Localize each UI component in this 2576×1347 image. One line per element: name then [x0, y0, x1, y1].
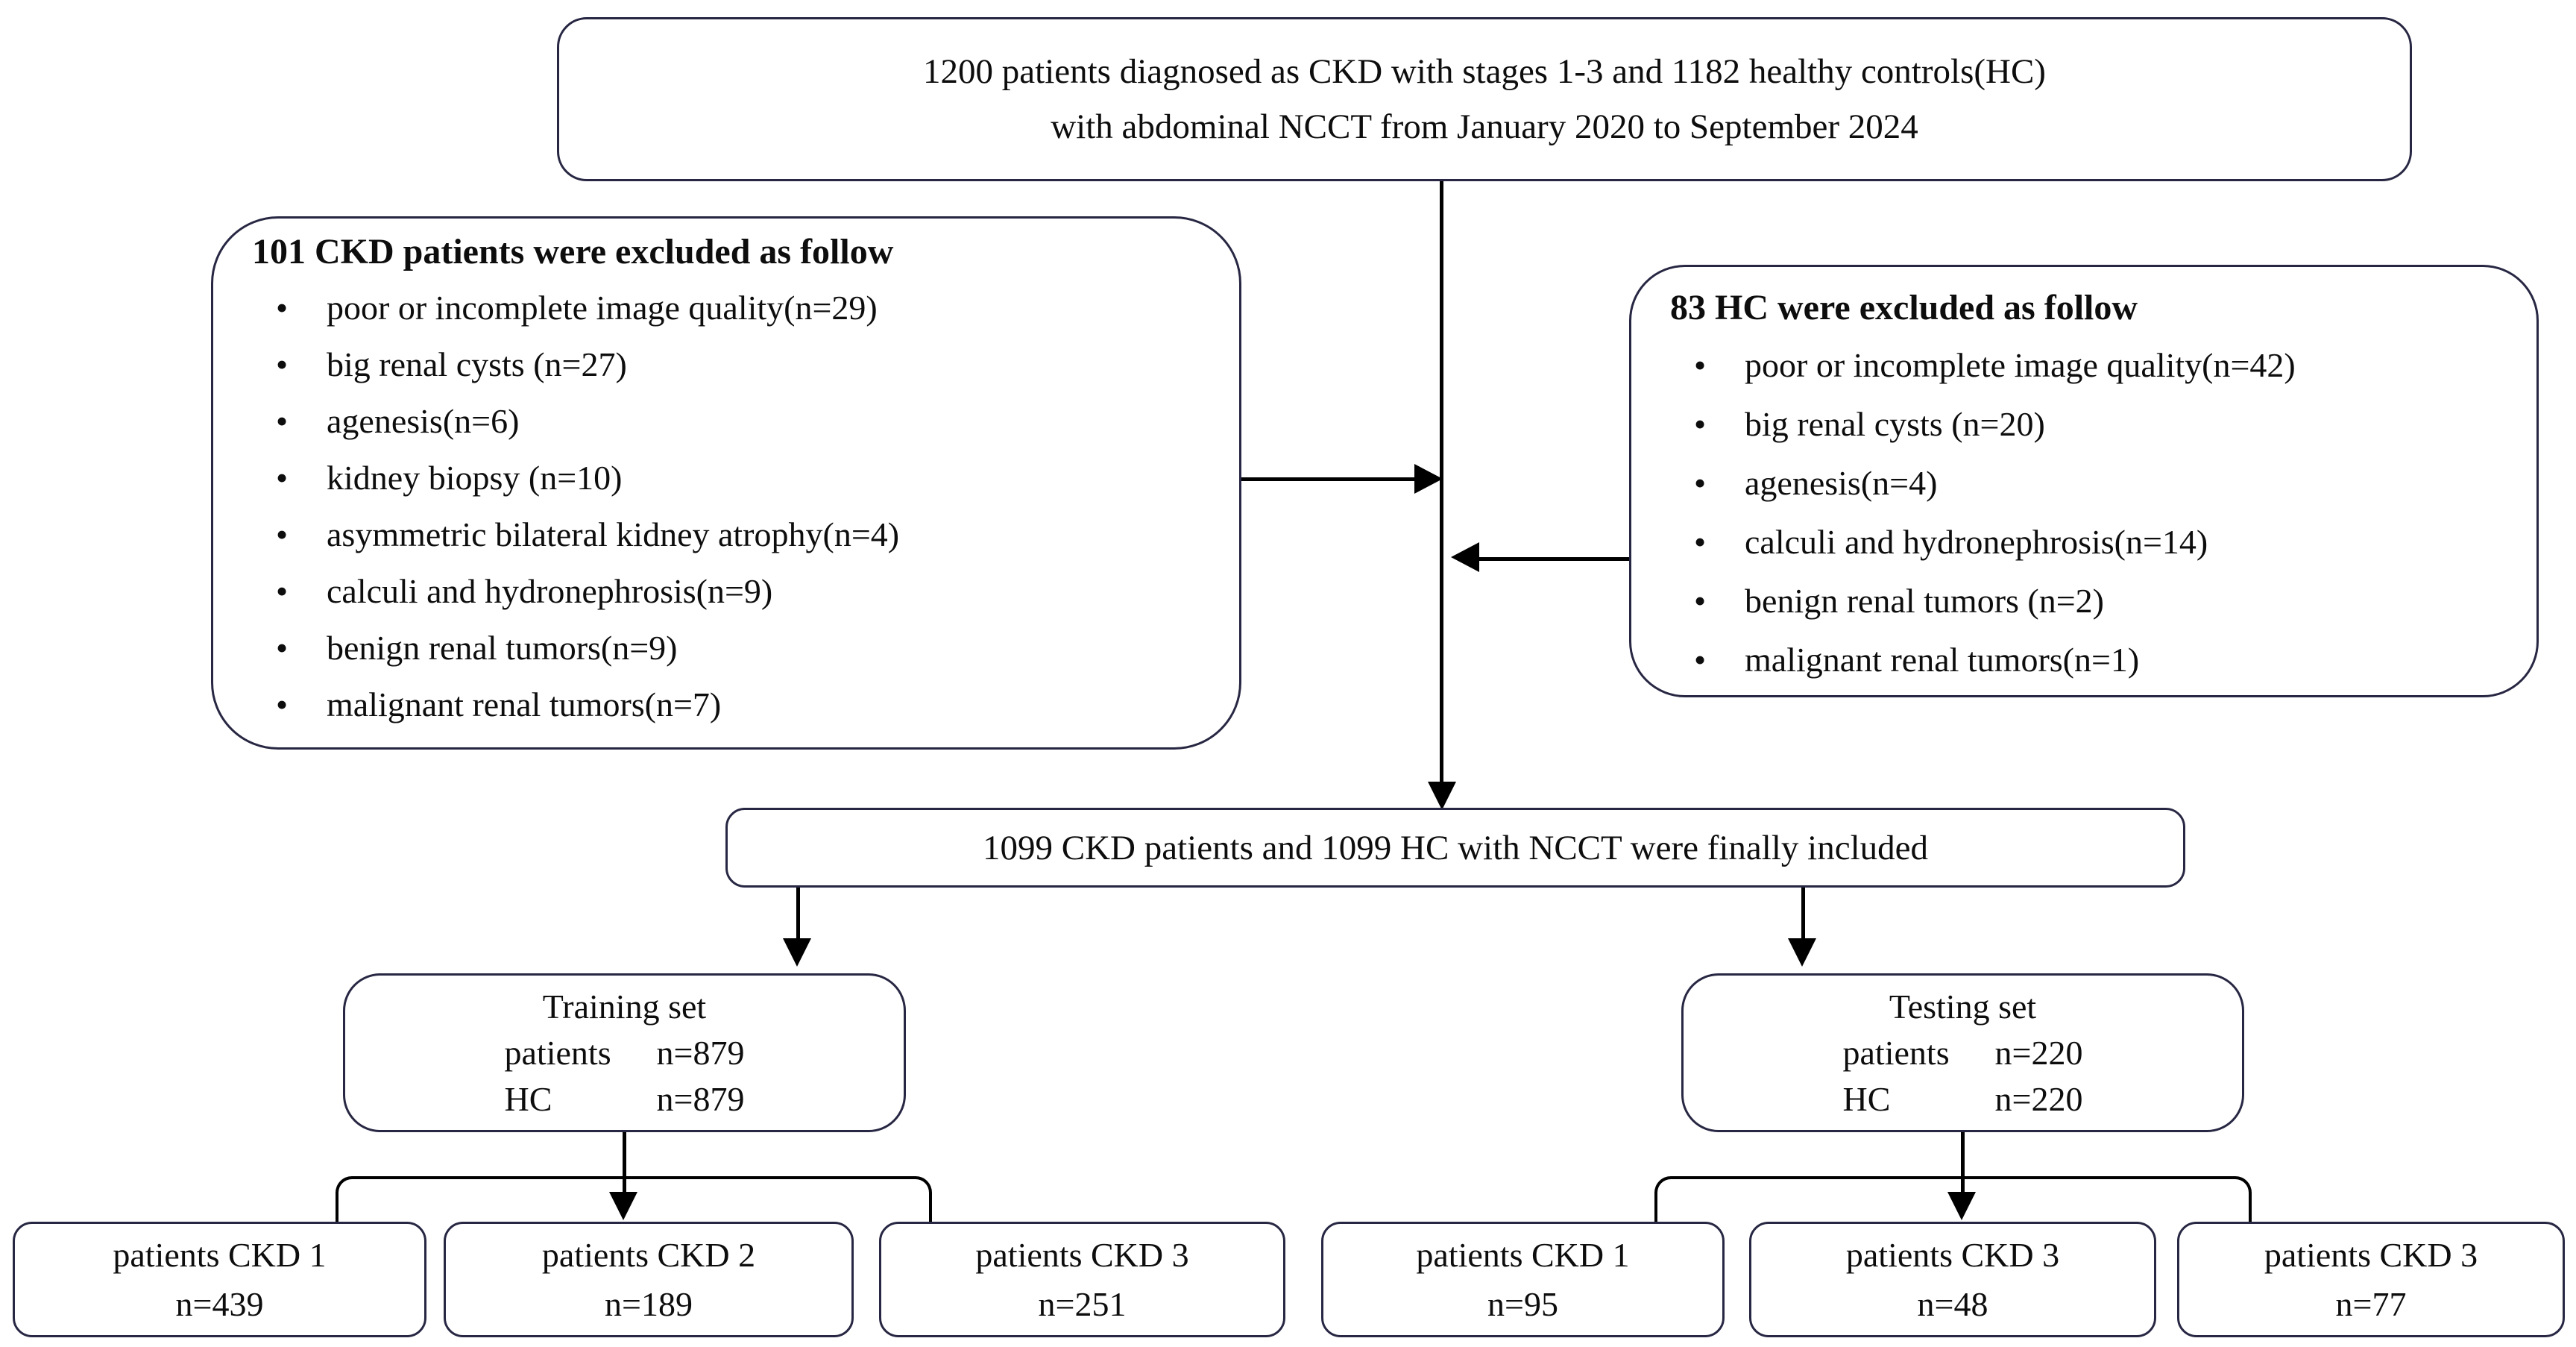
included-text: 1099 CKD patients and 1099 HC with NCCT … — [983, 828, 1928, 867]
exclusion-item: big renal cysts (n=20) — [1670, 395, 2517, 453]
train-ckd2-box: patients CKD 2 n=189 — [444, 1222, 854, 1337]
connector-ckd-exclusion — [1241, 477, 1414, 481]
train-ckd3-label: patients CKD 3 — [975, 1235, 1189, 1274]
testing-set-title: Testing set — [1889, 987, 2037, 1026]
train-ckd2-label: patients CKD 2 — [541, 1235, 756, 1274]
exclusion-item: calculi and hydronephrosis(n=9) — [252, 563, 1217, 620]
test-ckd3a-box: patients CKD 3 n=48 — [1749, 1222, 2156, 1337]
arrowhead-into-testing — [1788, 938, 1816, 967]
connector-included-to-testing — [1801, 888, 1805, 938]
hc-exclusion-title: 83 HC were excluded as follow — [1670, 288, 2138, 327]
training-hc-row: HC n=879 — [505, 1076, 745, 1122]
train-ckd2-count: n=189 — [605, 1284, 693, 1323]
testing-patients-row: patients n=220 — [1843, 1030, 2083, 1076]
test-ckd3a-label: patients CKD 3 — [1845, 1235, 2060, 1274]
hc-exclusion-box: 83 HC were excluded as follow poor or in… — [1629, 265, 2539, 697]
exclusion-item: poor or incomplete image quality(n=42) — [1670, 336, 2517, 395]
connector-testing-stem — [1961, 1132, 1965, 1192]
connector-training-stem — [623, 1132, 626, 1192]
test-ckd1-label: patients CKD 1 — [1416, 1235, 1630, 1274]
exclusion-item: calculi and hydronephrosis(n=14) — [1670, 512, 2517, 571]
exclusion-item: malignant renal tumors(n=1) — [1670, 630, 2517, 689]
ckd-exclusion-list: poor or incomplete image quality(n=29)bi… — [252, 280, 1217, 733]
testing-hc-count: n=220 — [1994, 1079, 2083, 1118]
train-ckd1-box: patients CKD 1 n=439 — [13, 1222, 426, 1337]
train-ckd1-count: n=439 — [175, 1284, 264, 1323]
exclusion-item: agenesis(n=6) — [252, 393, 1217, 450]
test-ckd3b-box: patients CKD 3 n=77 — [2177, 1222, 2565, 1337]
testing-set-box: Testing set patients n=220 HC n=220 — [1681, 973, 2244, 1132]
ckd-exclusion-box: 101 CKD patients were excluded as follow… — [211, 216, 1241, 750]
exclusion-item: poor or incomplete image quality(n=29) — [252, 280, 1217, 336]
exclusion-item: big renal cysts (n=27) — [252, 336, 1217, 393]
top-cohort-line1: 1200 patients diagnosed as CKD with stag… — [923, 52, 2046, 91]
training-patients-count: n=879 — [656, 1033, 745, 1072]
training-hc-count: n=879 — [656, 1079, 745, 1118]
top-cohort-line2: with abdominal NCCT from January 2020 to… — [1051, 107, 1918, 146]
arrowhead-into-training — [783, 938, 811, 967]
train-ckd3-box: patients CKD 3 n=251 — [879, 1222, 1285, 1337]
exclusion-item: malignant renal tumors(n=7) — [252, 676, 1217, 733]
arrowhead-into-test-ckd3a — [1947, 1192, 1976, 1220]
training-patients-row: patients n=879 — [505, 1030, 745, 1076]
connector-hc-exclusion — [1479, 557, 1629, 561]
train-ckd1-label: patients CKD 1 — [113, 1235, 327, 1274]
arrowhead-into-included — [1428, 782, 1456, 810]
exclusion-item: benign renal tumors (n=2) — [1670, 571, 2517, 630]
testing-patients-count: n=220 — [1994, 1033, 2083, 1072]
training-set-title: Training set — [542, 987, 707, 1026]
training-set-box: Training set patients n=879 HC n=879 — [343, 973, 906, 1132]
testing-hc-row: HC n=220 — [1843, 1076, 2083, 1122]
exclusion-item: asymmetric bilateral kidney atrophy(n=4) — [252, 506, 1217, 563]
exclusion-item: kidney biopsy (n=10) — [252, 450, 1217, 506]
included-box: 1099 CKD patients and 1099 HC with NCCT … — [725, 808, 2185, 888]
arrowhead-into-train-ckd2 — [609, 1192, 637, 1220]
training-patients-label: patients — [504, 1033, 611, 1072]
testing-patients-label: patients — [1842, 1033, 1950, 1072]
test-ckd1-count: n=95 — [1487, 1284, 1558, 1323]
test-ckd1-box: patients CKD 1 n=95 — [1321, 1222, 1725, 1337]
testing-hc-label: HC — [1842, 1079, 1891, 1118]
arrowhead-ckd-exclusion — [1414, 464, 1443, 494]
test-ckd3a-count: n=48 — [1917, 1284, 1988, 1323]
top-cohort-box: 1200 patients diagnosed as CKD with stag… — [557, 17, 2412, 181]
connector-included-to-training — [796, 888, 800, 938]
test-ckd3b-count: n=77 — [2335, 1284, 2407, 1323]
arrowhead-hc-exclusion — [1451, 542, 1479, 572]
training-bracket — [336, 1176, 932, 1222]
training-hc-label: HC — [504, 1079, 552, 1118]
test-ckd3b-label: patients CKD 3 — [2264, 1235, 2478, 1274]
testing-bracket — [1654, 1176, 2252, 1222]
hc-exclusion-list: poor or incomplete image quality(n=42)bi… — [1670, 336, 2517, 689]
ckd-exclusion-title: 101 CKD patients were excluded as follow — [252, 232, 894, 271]
train-ckd3-count: n=251 — [1038, 1284, 1127, 1323]
exclusion-item: benign renal tumors(n=9) — [252, 620, 1217, 676]
exclusion-item: agenesis(n=4) — [1670, 453, 2517, 512]
